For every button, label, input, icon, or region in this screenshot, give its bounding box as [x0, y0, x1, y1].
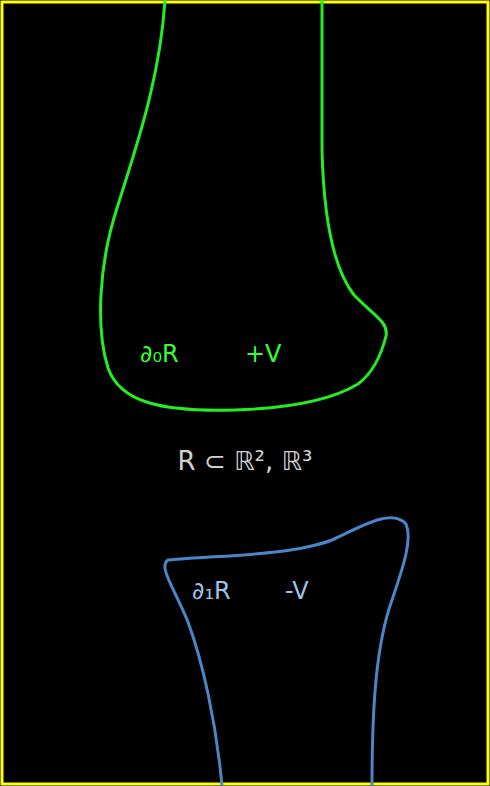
outline-path — [165, 518, 408, 786]
boundary-zero-region: ∂₀R +V — [95, 0, 395, 415]
boundary-one-region: ∂₁R -V — [150, 505, 415, 786]
region-outline — [150, 505, 415, 786]
potential-label: -V — [285, 577, 309, 606]
boundary-name: ∂₀R — [140, 340, 179, 369]
boundary-name: ∂₁R — [192, 577, 231, 606]
potential-label: +V — [245, 340, 282, 369]
region-label: R ⊂ ℝ², ℝ³ — [178, 446, 313, 477]
outline-path — [101, 0, 387, 410]
